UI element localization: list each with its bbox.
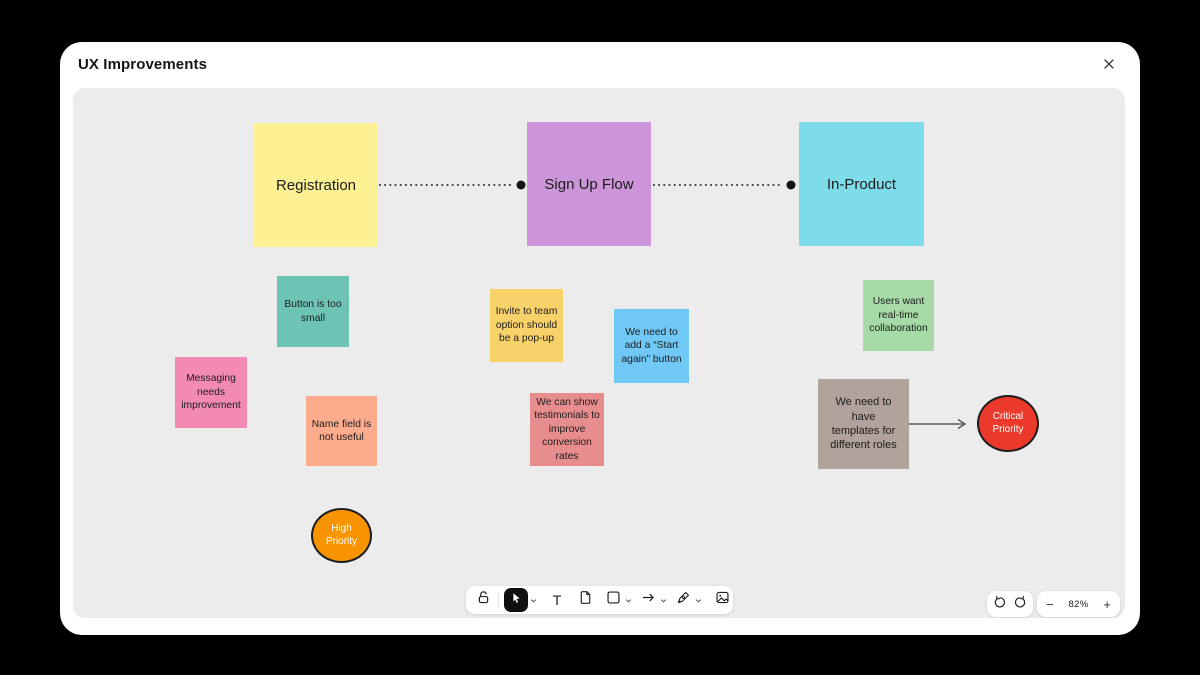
text-tool-button[interactable]: T (547, 590, 567, 610)
zoom-out-button[interactable]: − (1046, 596, 1054, 612)
page-title: UX Improvements (78, 56, 208, 73)
note-text: In-Product (826, 175, 897, 193)
note-text: Messaging needs improvement (181, 373, 241, 412)
shape-tool-button[interactable] (603, 590, 623, 610)
text-tool-icon: T (552, 592, 562, 608)
close-icon (1103, 57, 1115, 75)
arrow-icon (641, 590, 656, 610)
zoom-in-button[interactable]: + (1103, 596, 1111, 612)
badge-text: High Priority (325, 523, 358, 547)
note-text: Button is too small (284, 299, 342, 324)
flow-note-sign-up-flow[interactable]: Sign Up Flow (527, 122, 651, 246)
whiteboard-window: UX Improvements Registration Sign Up Flo… (60, 42, 1140, 635)
note-text: Sign Up Flow (544, 175, 634, 193)
select-tool-button[interactable] (504, 588, 528, 612)
close-button[interactable] (1098, 55, 1120, 77)
undo-icon (993, 595, 1007, 614)
select-tool-chevron[interactable] (528, 590, 539, 610)
sticky-note-name-field[interactable]: Name field is not useful (306, 396, 377, 466)
sticky-note-invite-team[interactable]: Invite to team option should be a pop-up (490, 289, 563, 362)
high-priority-badge[interactable]: High Priority (311, 508, 372, 563)
note-text: Name field is not useful (311, 418, 372, 443)
whiteboard-canvas[interactable]: Registration Sign Up Flow In-Product But… (73, 88, 1125, 618)
note-text: Users want real-time collaboration (869, 296, 928, 335)
note-page-icon (578, 590, 593, 610)
flow-note-registration[interactable]: Registration (254, 123, 378, 247)
note-text: Invite to team option should be a pop-up (495, 306, 558, 345)
sticky-note-start-again[interactable]: We need to add a “Start again” button (614, 309, 689, 383)
pen-icon (676, 590, 691, 610)
toolbar-divider (498, 592, 499, 608)
note-text: We need to add a “Start again” button (621, 326, 682, 365)
sticky-note-messaging[interactable]: Messaging needs improvement (175, 357, 247, 428)
critical-priority-badge[interactable]: Critical Priority (977, 395, 1039, 452)
undo-button[interactable] (992, 595, 1008, 614)
square-icon (606, 590, 621, 610)
badge-text: Critical Priority (992, 411, 1024, 435)
cursor-icon (509, 591, 523, 610)
sticky-note-templates[interactable]: We need to have templates for different … (818, 379, 909, 469)
media-tool-button[interactable] (712, 590, 732, 610)
redo-icon (1013, 595, 1027, 614)
note-text: We can show testimonials to improve conv… (534, 397, 600, 462)
sticky-note-testimonials[interactable]: We can show testimonials to improve conv… (530, 393, 604, 466)
tools-toolbar: T (466, 586, 733, 614)
chevron-down-icon (660, 591, 667, 609)
zoom-controls: − 82% + (1037, 591, 1120, 617)
draw-tool-chevron[interactable] (693, 590, 704, 610)
chevron-down-icon (695, 591, 702, 609)
draw-tool-button[interactable] (673, 590, 693, 610)
note-text: Registration (275, 176, 357, 194)
lock-tool-button[interactable] (473, 590, 493, 610)
sticky-note-realtime-collaboration[interactable]: Users want real-time collaboration (863, 280, 934, 351)
arrow-tool-chevron[interactable] (658, 590, 669, 610)
chevron-down-icon (625, 591, 632, 609)
note-text: We need to have templates for different … (830, 396, 897, 452)
note-tool-button[interactable] (575, 590, 595, 610)
sticky-note-button-too-small[interactable]: Button is too small (277, 276, 349, 347)
chevron-down-icon (530, 591, 537, 609)
unlock-icon (476, 590, 491, 610)
redo-button[interactable] (1012, 595, 1028, 614)
shape-tool-chevron[interactable] (623, 590, 634, 610)
image-icon (715, 590, 730, 610)
zoom-level[interactable]: 82% (1068, 598, 1089, 610)
flow-note-in-product[interactable]: In-Product (799, 122, 924, 246)
arrow-tool-button[interactable] (638, 590, 658, 610)
history-controls (987, 591, 1033, 617)
